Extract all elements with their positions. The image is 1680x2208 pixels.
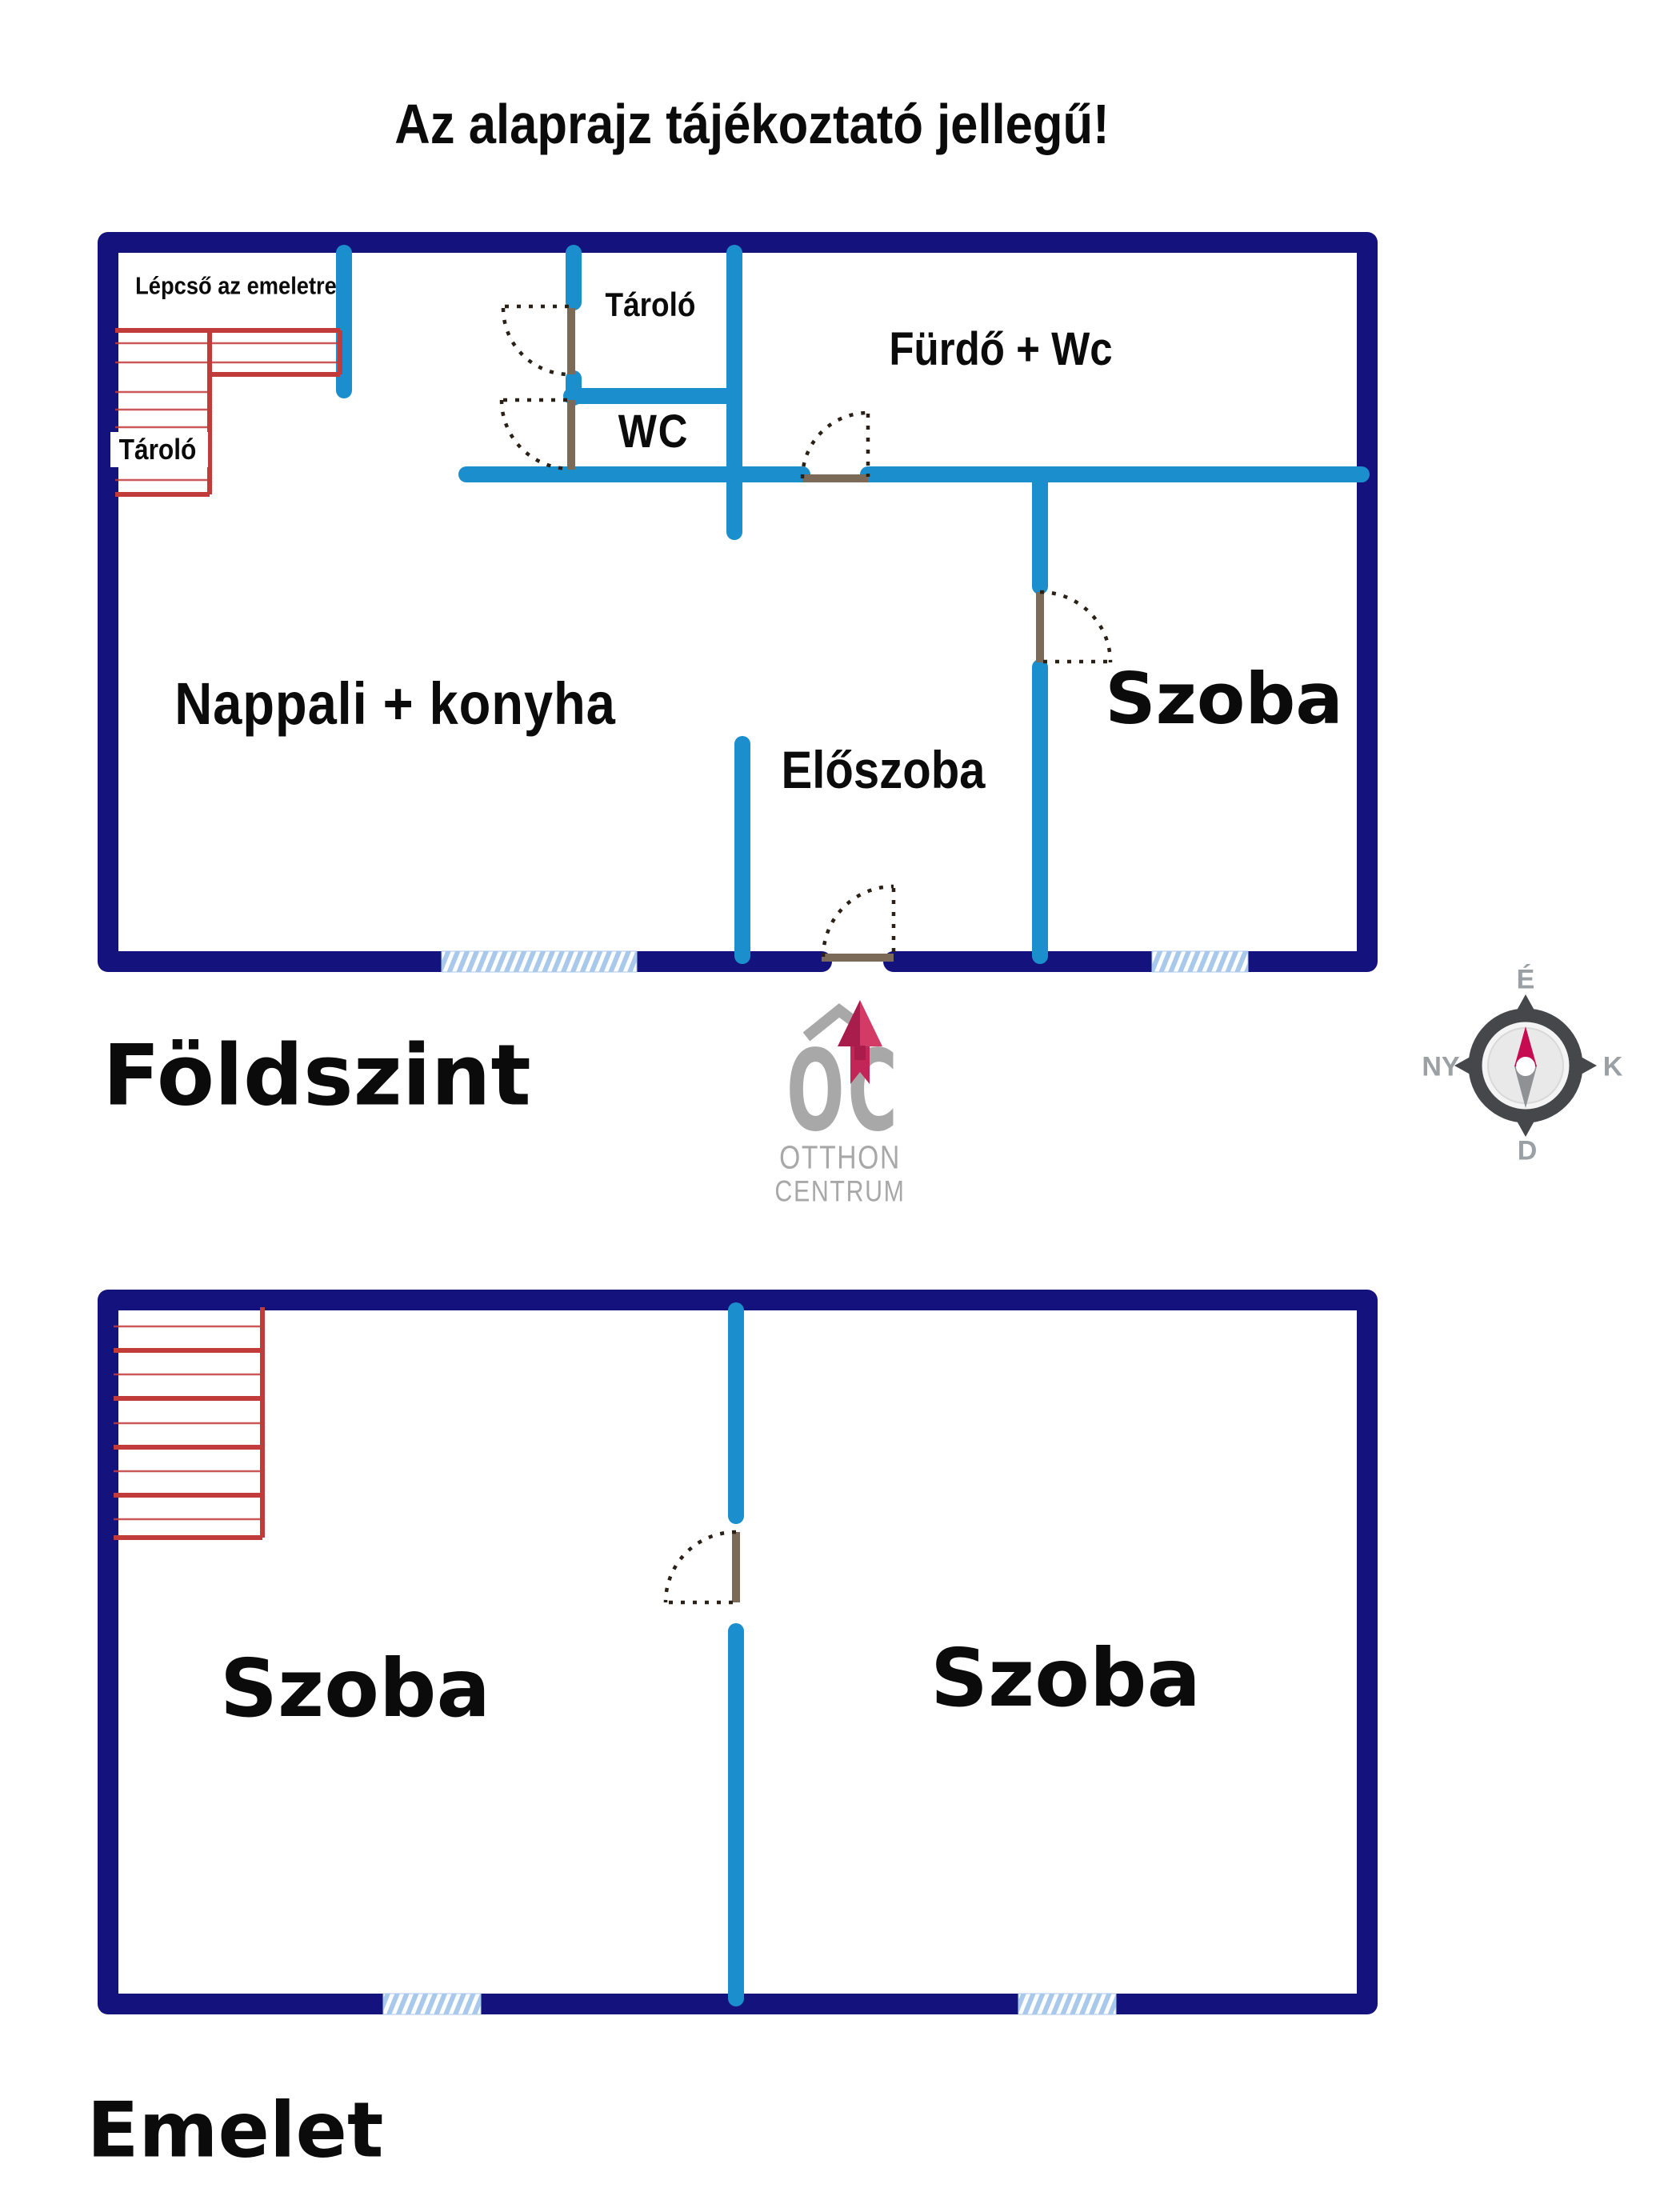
floor1-doors [499, 304, 1113, 962]
room-label-room-f1: Szoba [1105, 658, 1343, 740]
floor2-plan [98, 1290, 1378, 2015]
floor1-outer-wall [98, 232, 1378, 972]
room-label-living-kitchen: Nappali + konyha [174, 670, 616, 737]
logo-line1: OTTHON [779, 1138, 901, 1176]
compass-east-label: K [1602, 1051, 1623, 1082]
floor1-window-right [1151, 950, 1249, 973]
room-label-stairs: Lépcső az emeletre [135, 271, 337, 300]
floor2-stairs-icon [114, 1307, 265, 1540]
floor2-outer-wall [98, 1290, 1378, 2014]
floor2-window-right [1018, 1993, 1117, 2015]
logo-icon: OC [786, 1000, 901, 1157]
floor1-interior-walls [336, 245, 1370, 964]
compass-north-label: É [1516, 964, 1535, 995]
room-label-wc: WC [618, 406, 690, 458]
floor1-plan [98, 232, 1378, 973]
room-label-hallway: Előszoba [781, 740, 986, 799]
room-label-bathroom: Fürdő + Wc [889, 323, 1113, 375]
floor1-name: Földszint [102, 1026, 531, 1125]
floor1-stairs-icon [110, 328, 342, 497]
compass-icon [1454, 994, 1597, 1137]
room-label-room-f2-right: Szoba [930, 1631, 1201, 1725]
compass-south-label: D [1517, 1135, 1538, 1166]
compass-west-label: NY [1422, 1051, 1460, 1082]
floor2-window-left [382, 1993, 482, 2015]
floor2-door [663, 1530, 740, 1605]
room-label-room-f2-left: Szoba [220, 1642, 490, 1735]
room-label-storage-top: Tároló [605, 286, 696, 323]
disclaimer-title: Az alaprajz tájékoztató jellegű! [394, 93, 1110, 155]
logo-line2: CENTRUM [774, 1174, 906, 1208]
room-label-storage-left: Tároló [118, 433, 197, 466]
floor2-name: Emelet [86, 2086, 384, 2175]
logo-monogram: OC [786, 1026, 901, 1157]
floor1-window-left [441, 950, 638, 973]
